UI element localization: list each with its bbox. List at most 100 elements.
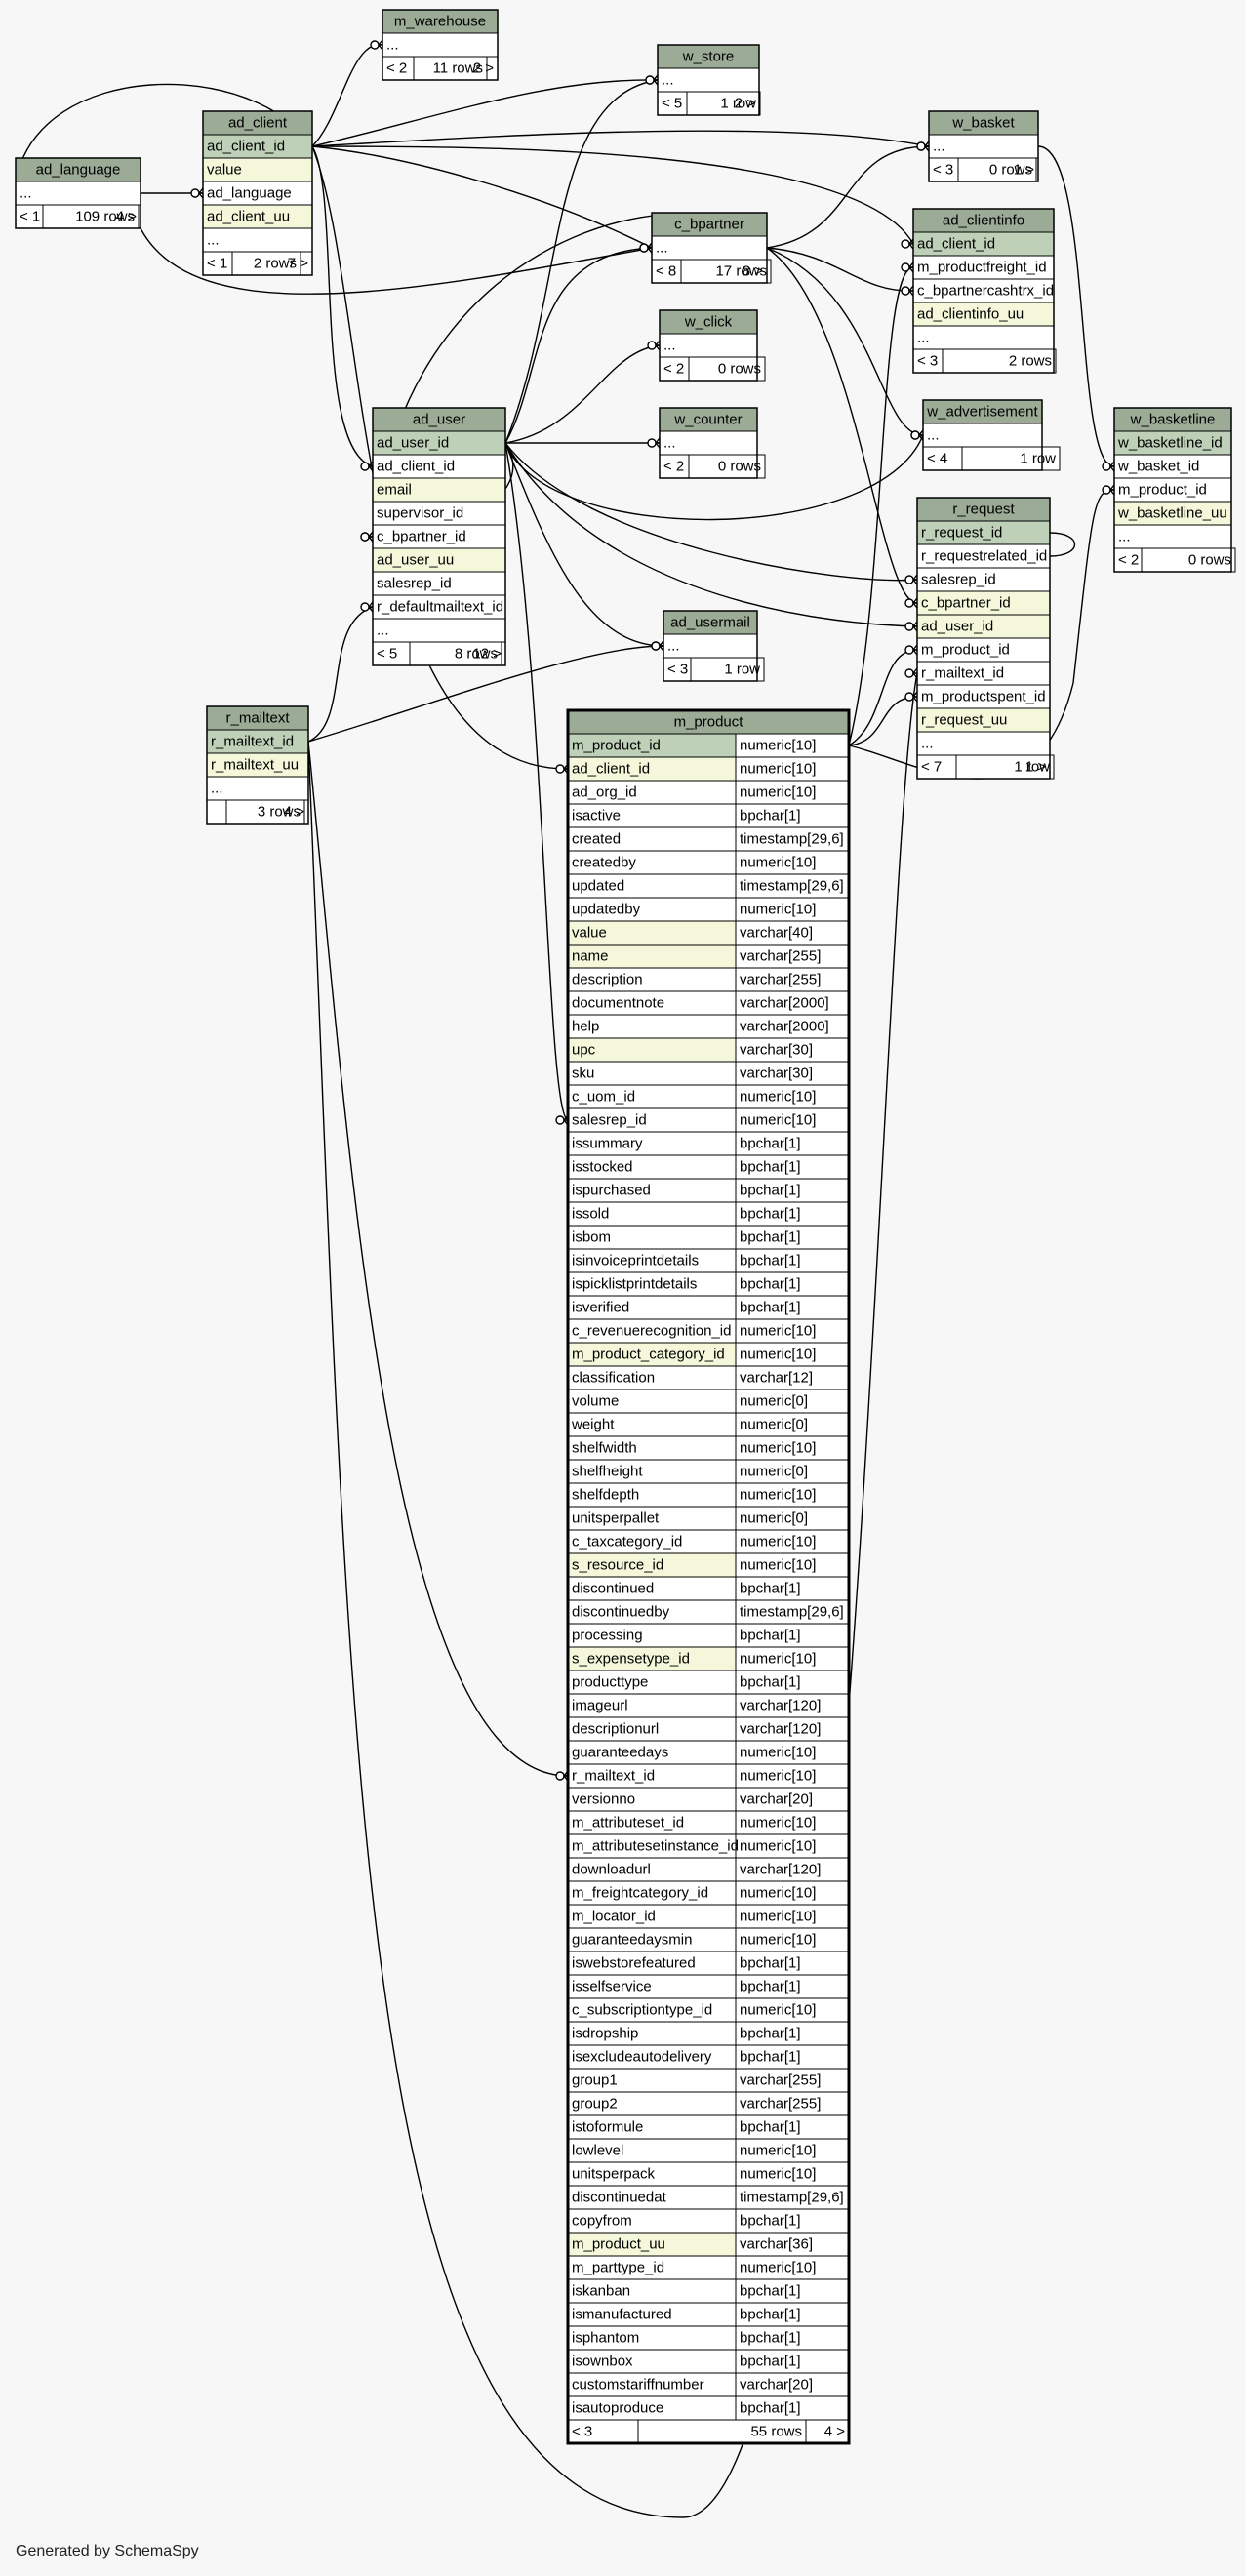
table-column-row[interactable]: m_productspent_id <box>916 684 1051 709</box>
table-column-row[interactable]: r_mailtext_id <box>916 661 1051 686</box>
children-count[interactable]: 4 > <box>824 2424 846 2440</box>
parents-count[interactable]: < 3 <box>933 162 953 179</box>
table-column-row[interactable]: supervisor_id <box>372 501 506 526</box>
table-column-row[interactable]: w_basketline_uu <box>1113 501 1232 526</box>
children-count[interactable]: 2 > <box>735 96 756 112</box>
children-count[interactable]: 1 > <box>1014 162 1035 179</box>
table-column-row[interactable]: w_basket_id <box>1113 454 1232 479</box>
children-count[interactable]: 2 > <box>473 60 495 77</box>
table-ad_client[interactable]: ad_clientad_client_idvaluead_languagead_… <box>202 110 313 276</box>
table-column-row[interactable]: ... <box>1113 524 1232 549</box>
table-column-row[interactable]: ... <box>657 67 760 93</box>
table-column-row[interactable]: ... <box>916 731 1051 756</box>
table-column-row[interactable]: ... <box>372 618 506 643</box>
table-column-row[interactable]: ad_user_id <box>916 614 1051 639</box>
children-count[interactable]: 7 > <box>288 256 309 272</box>
table-ad_user[interactable]: ad_userad_user_idad_client_idemailsuperv… <box>372 407 506 666</box>
table-column-row[interactable]: r_mailtext_id <box>206 729 309 754</box>
table-column-row[interactable]: ... <box>651 235 768 261</box>
parents-count[interactable]: < 2 <box>386 60 407 77</box>
table-column-row[interactable]: value <box>202 157 313 182</box>
children-count[interactable]: 8 > <box>743 263 764 280</box>
table-r_request[interactable]: r_requestr_request_idr_requestrelated_id… <box>916 497 1055 780</box>
parents-count[interactable]: < 2 <box>1118 552 1139 569</box>
table-column-row[interactable]: r_request_id <box>916 520 1051 545</box>
table-column-row[interactable]: ad_client_id <box>372 454 506 479</box>
parents-count[interactable]: < 7 <box>921 759 942 776</box>
table-column-row[interactable]: ad_user_id <box>372 430 506 456</box>
table-column-row[interactable]: email <box>372 477 506 503</box>
table-column-row[interactable]: ... <box>206 776 309 801</box>
table-column-row[interactable]: w_basketline_id <box>1113 430 1232 456</box>
parents-count[interactable]: < 3 <box>667 662 688 678</box>
table-column-row[interactable]: ad_client_id <box>202 134 313 159</box>
table-column-row[interactable]: ... <box>922 423 1043 448</box>
table-column-row[interactable]: ... <box>15 181 141 206</box>
table-column-row[interactable]: ad_client_uu <box>202 204 313 229</box>
parents-count[interactable]: < 2 <box>663 459 684 475</box>
parents-count[interactable]: < 5 <box>377 646 397 663</box>
table-column-row[interactable]: ad_client_id <box>912 231 1055 257</box>
parents-count[interactable]: < 1 <box>207 256 227 272</box>
table-column-row[interactable]: m_product_id <box>1113 477 1232 503</box>
table-column-row[interactable]: ad_user_uu <box>372 547 506 573</box>
table-column-row[interactable]: r_requestrelated_id <box>916 543 1051 569</box>
